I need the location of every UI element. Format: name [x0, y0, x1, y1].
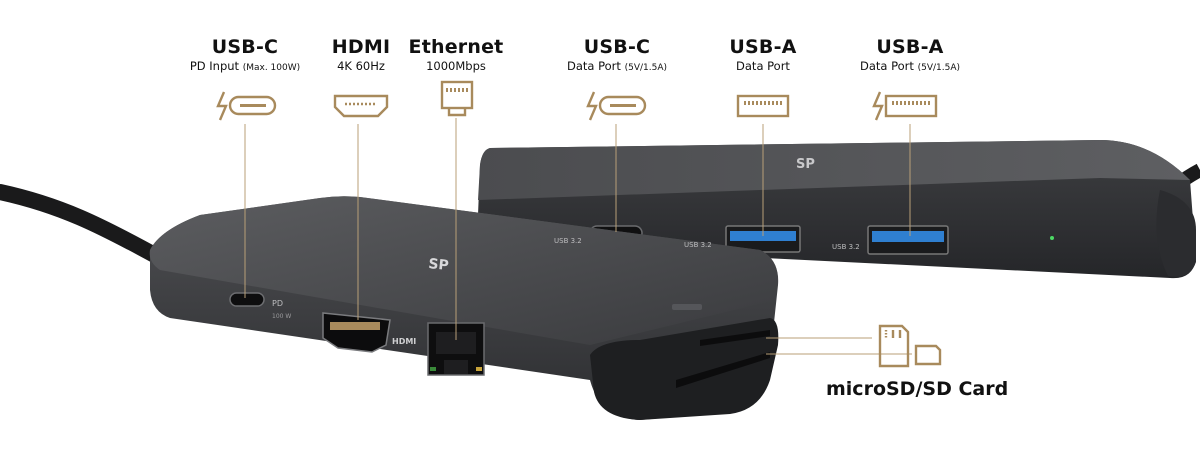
- usbc-pd-port: [229, 292, 265, 307]
- label-note: (Max. 100W): [242, 63, 301, 73]
- label-usbc-data: USB-C Data Port (5V/1.5A): [550, 36, 684, 76]
- microsd-slot: [700, 330, 770, 346]
- leader-lines: [244, 118, 912, 355]
- sd-slot: [676, 352, 770, 388]
- front-logo: SP: [428, 256, 450, 274]
- usba-lightning-icon: [872, 91, 938, 121]
- hdmi-icon: [333, 94, 389, 118]
- label-card: microSD/SD Card: [826, 378, 1009, 400]
- label-sub: Data Port: [736, 59, 790, 73]
- label-ethernet: Ethernet 1000Mbps: [406, 36, 506, 74]
- label-title: USB-A: [729, 36, 797, 58]
- usb32-mark-1: USB 3.2: [554, 237, 582, 245]
- label-sub: Data Port: [567, 59, 621, 73]
- ethernet-icon: [440, 80, 474, 117]
- usb32-mark-3: USB 3.2: [832, 243, 860, 251]
- microsd-card-icon: [914, 344, 942, 366]
- usbc-lightning-icon: [216, 91, 277, 121]
- usb32-mark-2: USB 3.2: [684, 241, 712, 249]
- label-title: Ethernet: [408, 36, 504, 58]
- watt-mark: 100 W: [272, 313, 291, 320]
- label-usbc-pd: USB-C PD Input (Max. 100W): [175, 36, 315, 76]
- usba-icon: [736, 94, 790, 118]
- label-title: HDMI: [331, 36, 391, 58]
- label-title: USB-A: [876, 36, 944, 58]
- cable: [0, 184, 168, 266]
- sd-card-icon: [878, 324, 910, 368]
- label-title: USB-C: [583, 36, 651, 58]
- label-usba-2: USB-A Data Port (5V/1.5A): [840, 36, 980, 76]
- rear-logo: SP: [796, 157, 815, 172]
- hdmi-port: [322, 312, 391, 353]
- label-title: USB-C: [211, 36, 279, 58]
- label-hdmi: HDMI 4K 60Hz: [318, 36, 404, 74]
- label-usba-1: USB-A Data Port: [718, 36, 808, 74]
- icon-row: [216, 80, 942, 368]
- label-sub: 4K 60Hz: [337, 59, 385, 73]
- label-note: (5V/1.5A): [624, 63, 667, 73]
- hdmi-mark: HDMI: [392, 337, 416, 346]
- label-sub: PD Input: [189, 59, 240, 73]
- pd-mark: PD: [272, 299, 283, 308]
- label-note: (5V/1.5A): [917, 63, 960, 73]
- label-sub: 1000Mbps: [426, 59, 486, 73]
- label-sub: Data Port: [860, 59, 914, 73]
- usbc-data-icon: [586, 91, 647, 121]
- front-hub: [149, 196, 779, 420]
